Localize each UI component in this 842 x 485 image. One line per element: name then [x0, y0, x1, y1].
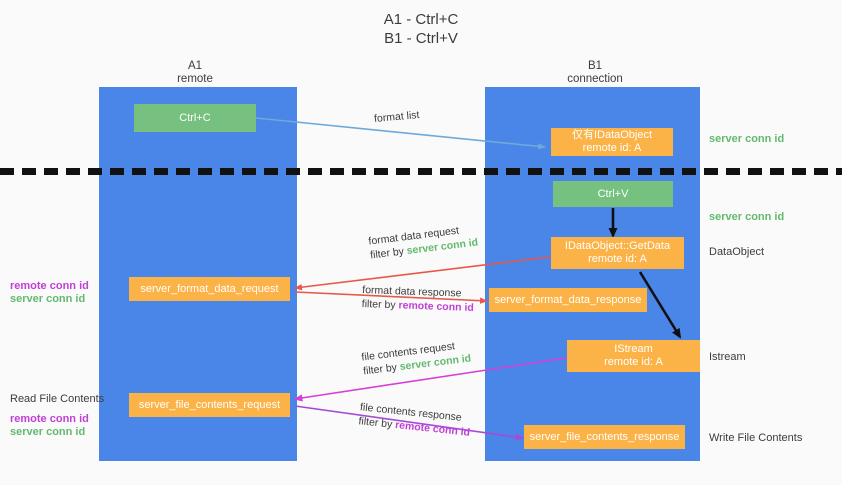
label-istream: Istream — [709, 351, 746, 363]
box-fmt-req-label: server_format_data_request — [140, 282, 279, 295]
box-server-format-data-response[interactable]: server_format_data_response — [489, 288, 647, 312]
edge-label-file-contents-request: file contents request filter by server c… — [361, 337, 472, 378]
edge-file-resp-filter-prefix: filter by — [357, 415, 396, 431]
column-b1-name: B1 — [587, 60, 603, 72]
box-idataobject-line2: remote id: A — [582, 142, 642, 154]
box-getdata-line2: remote id: A — [588, 253, 647, 265]
column-b1-sub: connection — [567, 73, 623, 85]
label-server-conn-id-1: server conn id — [10, 293, 86, 305]
edge-label-format-list: format list — [373, 109, 420, 125]
title-line-1: A1 - Ctrl+C — [383, 11, 459, 28]
edge-label-format-data-request: format data request filter by server con… — [368, 221, 479, 262]
box-istream-line2: remote id: A — [604, 356, 663, 368]
box-istream-line1: IStream — [614, 343, 653, 355]
label-server-conn-id-top: server conn id — [709, 133, 785, 145]
label-server-conn-id-2: server conn id — [10, 426, 86, 438]
box-ctrl-v-label: Ctrl+V — [597, 187, 629, 200]
box-file-req-label: server_file_contents_request — [138, 398, 281, 411]
box-idataobject[interactable]: 仅有IDataObject remote id: A — [551, 128, 673, 156]
edge-fmt-req-filter-prefix: filter by — [369, 245, 408, 262]
label-remote-conn-id-1: remote conn id — [10, 280, 89, 292]
label-server-conn-id-mid: server conn id — [709, 211, 785, 223]
edge-fmt-resp-filter-prefix: filter by — [361, 298, 399, 312]
column-header-b1: B1 connection — [520, 60, 670, 86]
column-a1-sub: remote — [177, 73, 213, 85]
page-title: A1 - Ctrl+C B1 - Ctrl+V — [0, 10, 842, 48]
edge-file-req-filter-prefix: filter by — [362, 361, 401, 378]
column-a1-name: A1 — [187, 60, 203, 72]
phase-divider — [0, 168, 842, 175]
box-server-format-data-request[interactable]: server_format_data_request — [129, 277, 290, 301]
box-idataobject-line1: 仅有IDataObject — [571, 129, 653, 141]
box-server-file-contents-request[interactable]: server_file_contents_request — [129, 393, 290, 417]
box-getdata-line1: IDataObject::GetData — [564, 240, 671, 252]
box-istream[interactable]: IStream remote id: A — [567, 340, 700, 372]
box-ctrl-c[interactable]: Ctrl+C — [134, 104, 256, 132]
box-server-file-contents-response[interactable]: server_file_contents_response — [524, 425, 685, 449]
label-write-file-contents: Write File Contents — [709, 432, 803, 444]
column-header-a1: A1 remote — [120, 60, 270, 86]
box-ctrl-c-label: Ctrl+C — [179, 111, 211, 124]
box-ctrl-v[interactable]: Ctrl+V — [553, 181, 673, 207]
title-line-2: B1 - Ctrl+V — [384, 30, 458, 47]
box-file-resp-label: server_file_contents_response — [529, 430, 680, 443]
edge-fmt-resp-filter: filter by remote conn id — [362, 297, 474, 315]
edge-label-format-data-response: format data response filter by remote co… — [362, 283, 475, 315]
box-getdata[interactable]: IDataObject::GetData remote id: A — [551, 237, 684, 269]
edge-fmt-resp-filter-key: remote conn id — [398, 299, 474, 314]
edge-label-file-contents-response: file contents response filter by remote … — [358, 400, 472, 440]
label-read-file-contents: Read File Contents — [10, 393, 105, 405]
label-dataobject: DataObject — [709, 246, 765, 258]
label-remote-conn-id-2: remote conn id — [10, 413, 89, 425]
box-fmt-resp-label: server_format_data_response — [494, 293, 642, 306]
